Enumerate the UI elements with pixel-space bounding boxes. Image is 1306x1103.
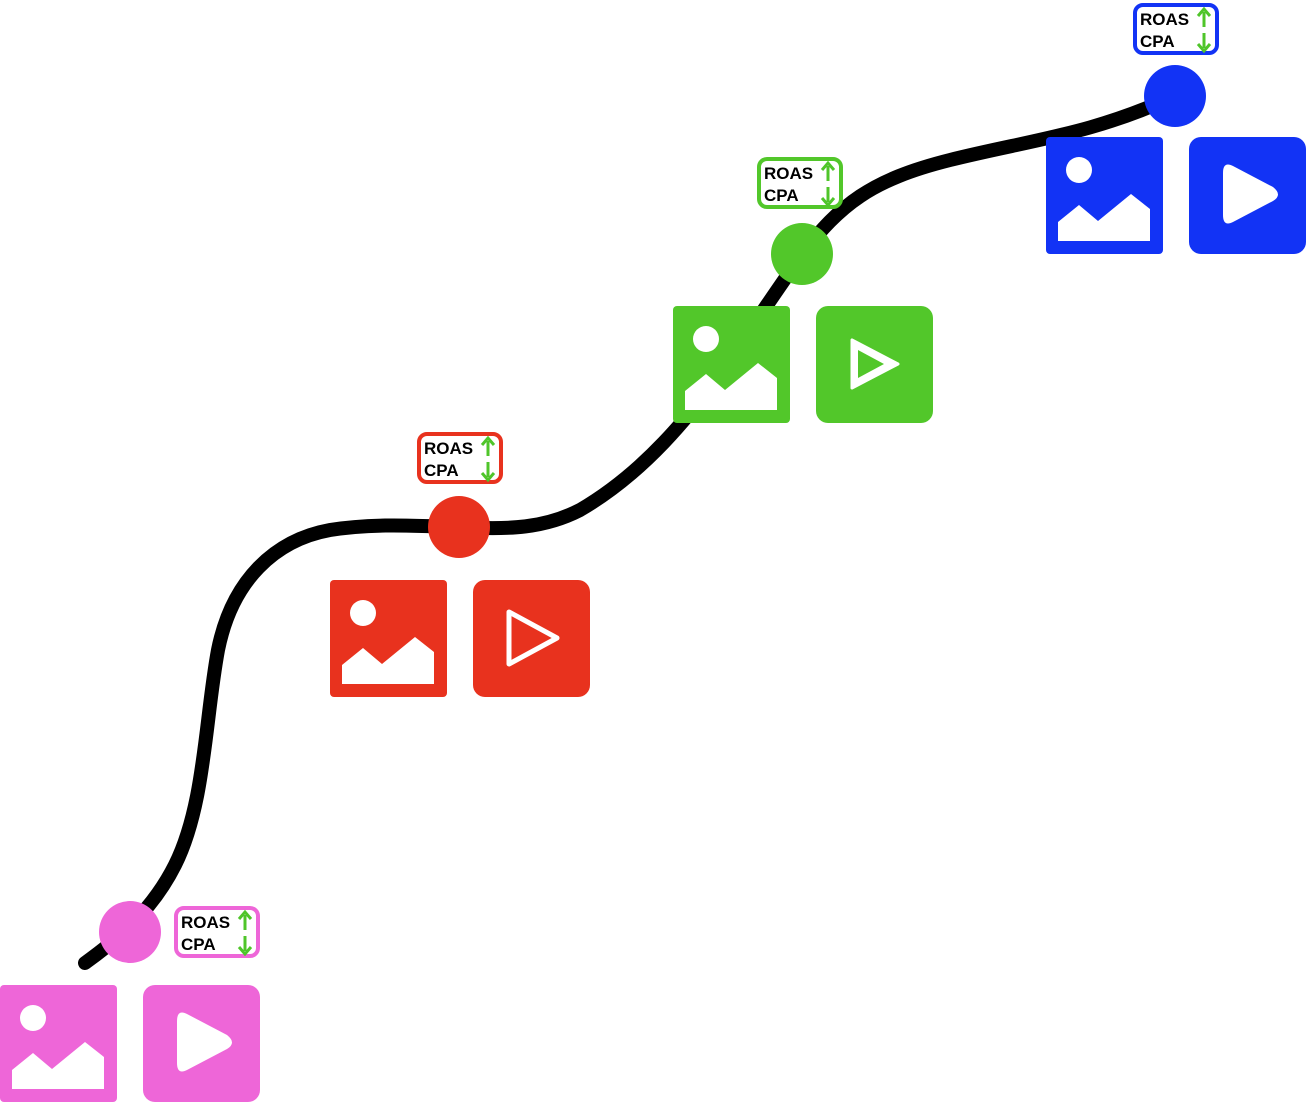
video-creative-icon[interactable] [473, 580, 590, 697]
up-arrow-icon [237, 909, 253, 930]
up-arrow-icon [1196, 6, 1212, 27]
cpa-label: CPA [764, 186, 799, 205]
metrics-badge: ROAS CPA [174, 906, 260, 958]
image-creative-icon[interactable] [330, 580, 447, 697]
cpa-label: CPA [181, 935, 216, 954]
image-creative-icon[interactable] [1046, 137, 1163, 254]
play-icon [1223, 164, 1278, 224]
up-arrow-icon [820, 160, 836, 181]
down-arrow-icon [480, 462, 496, 483]
cpa-label: CPA [424, 461, 459, 480]
down-arrow-icon [237, 936, 253, 957]
video-creative-icon[interactable] [143, 985, 260, 1102]
stage-3: ROAS CPA [673, 157, 933, 423]
image-creative-icon[interactable] [673, 306, 790, 423]
roas-label: ROAS [181, 913, 230, 932]
up-arrow-icon [480, 435, 496, 456]
badge-frame [757, 157, 843, 209]
metrics-badge: ROAS CPA [1133, 3, 1219, 55]
badge-frame [1133, 3, 1219, 55]
video-creative-icon[interactable] [816, 306, 933, 423]
cpa-label: CPA [1140, 32, 1175, 51]
image-creative-icon[interactable] [0, 985, 117, 1102]
stage-node[interactable] [771, 223, 833, 285]
stage-1: ROAS CPA [0, 901, 260, 1102]
badge-frame [174, 906, 260, 958]
down-arrow-icon [820, 187, 836, 208]
stage-node[interactable] [1144, 65, 1206, 127]
growth-curve [78, 89, 1182, 970]
video-creative-icon[interactable] [1189, 137, 1306, 254]
play-icon [177, 1012, 232, 1072]
metrics-badge: ROAS CPA [417, 432, 503, 484]
stage-2: ROAS CPA [330, 432, 590, 697]
stage-4: ROAS CPA [1046, 3, 1306, 254]
roas-label: ROAS [1140, 10, 1189, 29]
badge-frame [417, 432, 503, 484]
stage-node[interactable] [99, 901, 161, 963]
roas-label: ROAS [424, 439, 473, 458]
play-icon [506, 609, 560, 667]
play-icon-inner [858, 350, 884, 378]
roas-label: ROAS [764, 164, 813, 183]
down-arrow-icon [1196, 33, 1212, 54]
metrics-badge: ROAS CPA [757, 157, 843, 209]
stage-node[interactable] [428, 496, 490, 558]
